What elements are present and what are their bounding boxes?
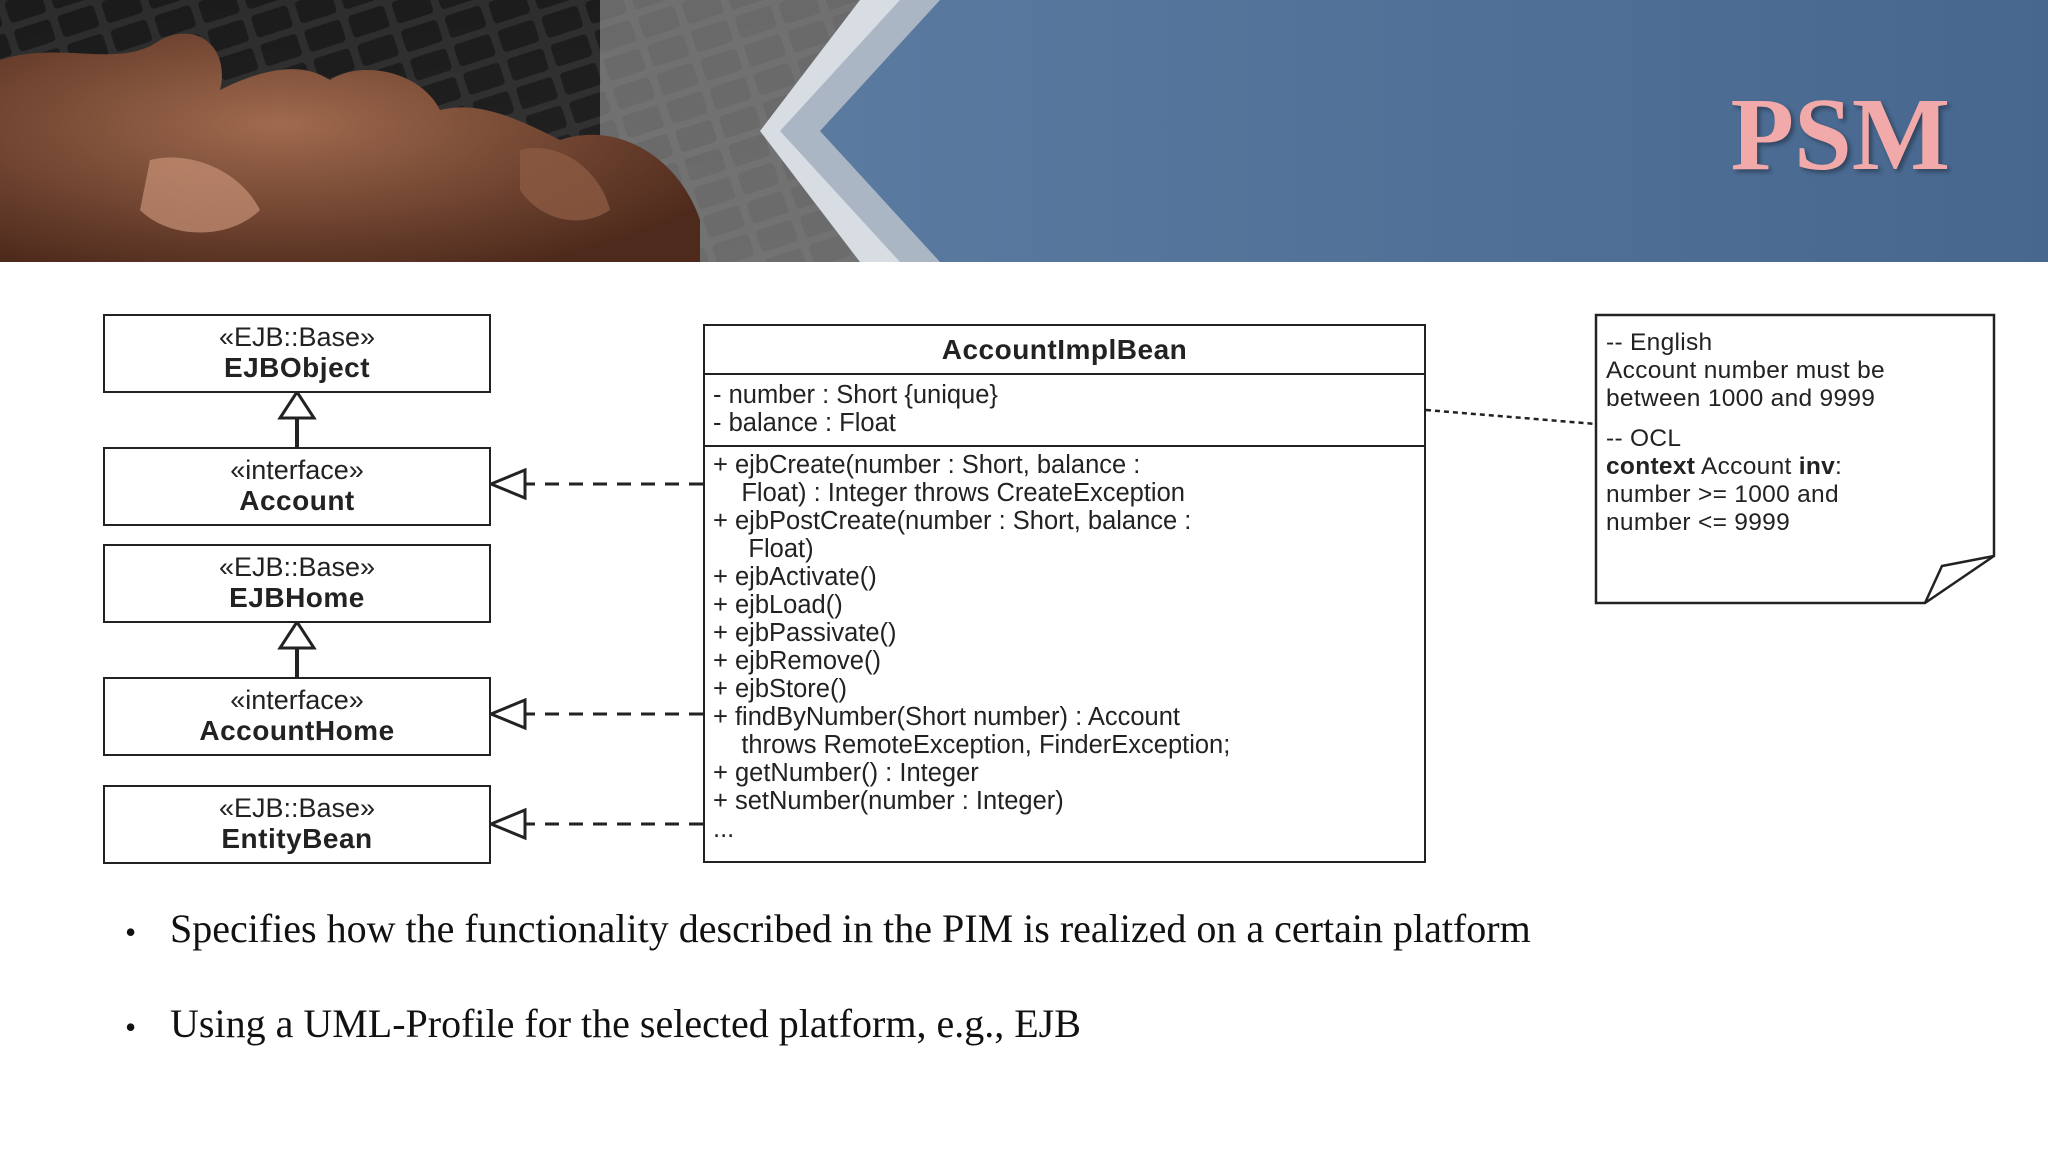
generalization-arrowhead xyxy=(277,389,317,420)
realization-arrowhead xyxy=(487,697,527,731)
slide-title: PSM xyxy=(1730,77,1950,192)
class-name: EntityBean xyxy=(221,823,373,854)
operation-line: throws RemoteException, FinderException; xyxy=(713,731,1231,759)
realization-arrowhead xyxy=(487,467,527,501)
generalization-arrowhead xyxy=(277,619,317,650)
operation-line: Float) : Integer throws CreateException xyxy=(713,479,1185,507)
class-name: AccountImplBean xyxy=(705,326,1424,375)
operation-line: + setNumber(number : Integer) xyxy=(713,787,1064,815)
class-stereotype: «EJB::Base» xyxy=(218,552,376,582)
operation-line: + ejbPostCreate(number : Short, balance … xyxy=(713,507,1192,535)
class-ejbhome: «EJB::Base» EJBHome xyxy=(103,544,491,623)
operation-line: + ejbCreate(number : Short, balance : xyxy=(713,451,1141,479)
class-stereotype: «interface» xyxy=(230,685,364,715)
header-banner: PSM xyxy=(0,0,2048,262)
note-english-header: -- English xyxy=(1606,329,1713,356)
class-name: AccountHome xyxy=(199,715,395,746)
class-entitybean: «EJB::Base» EntityBean xyxy=(103,785,491,864)
operation-line: Float) xyxy=(713,535,814,563)
class-stereotype: «EJB::Base» xyxy=(218,322,376,352)
attribute-line: - balance : Float xyxy=(713,409,896,437)
operation-line: ... xyxy=(713,815,735,843)
class-name: Account xyxy=(239,485,355,516)
note-anchor-line xyxy=(1425,408,1597,426)
class-accounthome: «interface» AccountHome xyxy=(103,677,491,756)
note-line: between 1000 and 9999 xyxy=(1606,385,1876,412)
bullet-item: • Specifies how the functionality describ… xyxy=(125,905,1531,952)
class-accountimplbean: AccountImplBean - number : Short {unique… xyxy=(703,324,1426,863)
bullet-text: Specifies how the functionality describe… xyxy=(170,906,1531,951)
note-shape xyxy=(1594,313,1996,605)
note-ocl-context: context Account inv: xyxy=(1606,453,1986,481)
ocl-context-keyword: context xyxy=(1606,453,1696,480)
ocl-inv-keyword: inv xyxy=(1798,453,1836,480)
operation-line: + ejbLoad() xyxy=(713,591,843,619)
class-account: «interface» Account xyxy=(103,447,491,526)
class-attributes: - number : Short {unique} - balance : Fl… xyxy=(705,375,1424,447)
note-fold xyxy=(1923,554,1995,604)
operation-line: + ejbRemove() xyxy=(713,647,881,675)
class-name: EJBObject xyxy=(223,352,371,383)
note-line: Account number must be xyxy=(1606,357,1885,384)
note-text: -- English Account number must be betwee… xyxy=(1606,329,1986,537)
banner-photo xyxy=(0,0,2048,262)
ocl-colon: : xyxy=(1835,453,1843,480)
ocl-context-name: Account xyxy=(1695,453,1799,480)
class-name: EJBHome xyxy=(229,582,365,613)
note-ocl-header: -- OCL xyxy=(1606,425,1682,452)
constraint-note: -- English Account number must be betwee… xyxy=(1596,315,1994,603)
note-line: number >= 1000 and xyxy=(1606,481,1839,508)
note-line: number <= 9999 xyxy=(1606,509,1791,536)
bullet-icon: • xyxy=(125,1009,137,1046)
attribute-line: - number : Short {unique} xyxy=(713,381,998,409)
class-stereotype: «EJB::Base» xyxy=(218,793,376,823)
realization-arrowhead xyxy=(487,807,527,841)
class-stereotype: «interface» xyxy=(230,455,364,485)
class-operations: + ejbCreate(number : Short, balance : Fl… xyxy=(705,447,1424,843)
operation-line: + ejbPassivate() xyxy=(713,619,897,647)
operation-line: + ejbStore() xyxy=(713,675,847,703)
operation-line: + getNumber() : Integer xyxy=(713,759,979,787)
operation-line: + ejbActivate() xyxy=(713,563,877,591)
bullet-icon: • xyxy=(125,914,137,951)
operation-line: + findByNumber(Short number) : Account xyxy=(713,703,1181,731)
bullet-item: • Using a UML-Profile for the selected pl… xyxy=(125,1000,1081,1047)
class-ejbobject: «EJB::Base» EJBObject xyxy=(103,314,491,393)
bullet-text: Using a UML-Profile for the selected pla… xyxy=(170,1001,1081,1046)
